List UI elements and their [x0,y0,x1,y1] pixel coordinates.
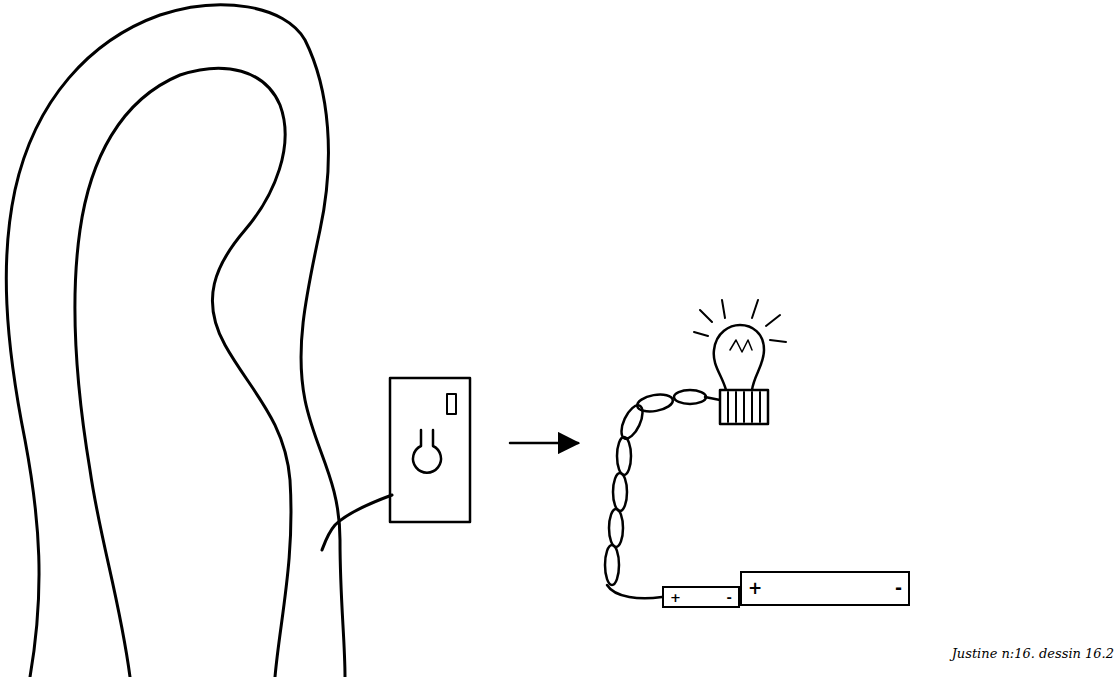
outlet-box [390,378,470,522]
polarity-sign: - [895,580,902,597]
polarity-sign: + [670,591,681,604]
keyhole-symbol [413,430,441,473]
polarity-sign: + [748,580,762,597]
bulb [694,300,786,390]
twisted-wire [605,390,720,598]
polarity-sign: - [727,591,732,604]
river-outer-bank [6,5,345,677]
outlet-wire [322,495,392,550]
bulb-socket [720,390,768,424]
outlet-switch [447,394,456,414]
signature: Justine n:16. dessin 16.2 [952,646,1114,661]
small-battery: +- [662,586,740,608]
large-battery: +- [740,571,910,606]
river-inner-bank [75,68,291,677]
arrow [510,442,578,445]
